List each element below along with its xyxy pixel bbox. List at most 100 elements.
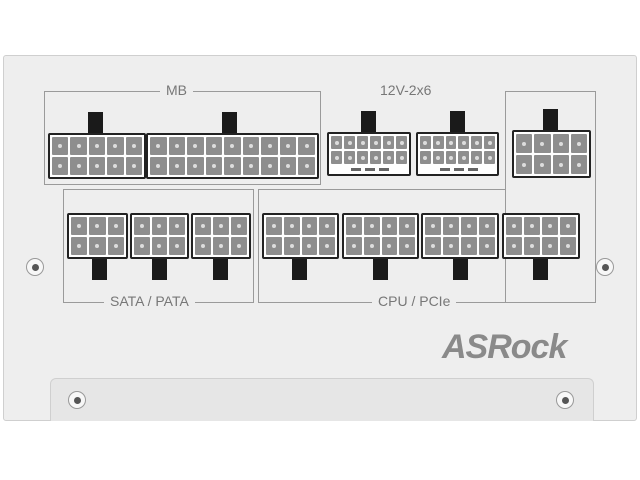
modular-connector-socket[interactable]	[262, 213, 339, 259]
connector-pin	[107, 217, 124, 235]
connector-pin	[242, 137, 260, 155]
connector-pin	[445, 151, 457, 164]
modular-connector-socket[interactable]	[416, 132, 499, 176]
connector-pin	[461, 237, 477, 255]
connector-latch	[222, 112, 237, 134]
connector-pin	[89, 217, 106, 235]
connector-pin	[399, 237, 415, 255]
modular-connector-socket[interactable]	[327, 132, 411, 176]
connector-pin	[301, 237, 318, 255]
connector-pin	[70, 157, 87, 175]
connector-latch	[88, 112, 103, 134]
connector-pin	[506, 237, 522, 255]
mb-label: MB	[160, 82, 193, 98]
connector-pin	[89, 237, 106, 255]
connector-pin	[261, 157, 278, 175]
connector-pin	[458, 151, 470, 164]
screw-icon	[596, 258, 614, 276]
12v-2x6-label: 12V-2x6	[374, 82, 438, 98]
modular-connector-socket[interactable]	[67, 213, 128, 259]
connector-pin	[524, 237, 540, 255]
connector-pin	[471, 136, 483, 149]
modular-connector-socket[interactable]	[48, 133, 146, 179]
connector-pin	[383, 151, 394, 164]
connector-pin	[346, 237, 362, 255]
connector-pin	[370, 136, 381, 149]
connector-pin	[195, 217, 211, 235]
connector-pin	[381, 237, 398, 255]
modular-connector-socket[interactable]	[512, 130, 591, 178]
connector-pin	[516, 155, 533, 174]
connector-pin	[187, 137, 204, 155]
connector-latch	[453, 258, 468, 280]
connector-pin	[443, 217, 459, 235]
connector-latch	[533, 258, 548, 280]
screw-icon	[556, 391, 574, 409]
connector-pin	[370, 151, 381, 164]
connector-pin	[301, 217, 318, 235]
connector-pin	[534, 134, 551, 153]
connector-pin	[346, 217, 362, 235]
connector-pin	[484, 136, 495, 149]
connector-pin	[484, 151, 495, 164]
connector-pin	[169, 237, 185, 255]
connector-pin	[560, 237, 576, 255]
connector-latch	[152, 258, 167, 280]
connector-pin	[383, 136, 394, 149]
connector-pin	[150, 157, 167, 175]
connector-pin	[107, 157, 124, 175]
connector-latch	[361, 111, 376, 133]
modular-connector-socket[interactable]	[421, 213, 499, 259]
connector-pin	[344, 151, 355, 164]
connector-pin	[552, 134, 569, 153]
modular-connector-socket[interactable]	[502, 213, 580, 259]
sense-pin	[379, 168, 389, 171]
connector-pin	[224, 157, 241, 175]
sense-pin	[454, 168, 464, 171]
sense-pin	[468, 168, 478, 171]
connector-pin	[425, 237, 441, 255]
connector-pin	[396, 151, 407, 164]
connector-pin	[52, 137, 69, 155]
connector-pin	[331, 136, 342, 149]
connector-pin	[107, 237, 124, 255]
connector-pin	[357, 136, 368, 149]
connector-pin	[298, 157, 315, 175]
connector-pin	[205, 157, 223, 175]
connector-pin	[70, 137, 87, 155]
modular-connector-socket[interactable]	[342, 213, 419, 259]
modular-connector-socket[interactable]	[191, 213, 251, 259]
connector-pin	[261, 137, 278, 155]
sense-pin	[440, 168, 450, 171]
connector-pin	[150, 137, 167, 155]
connector-pin	[420, 151, 431, 164]
connector-pin	[363, 237, 380, 255]
modular-connector-socket[interactable]	[130, 213, 189, 259]
connector-latch	[373, 258, 388, 280]
connector-pin	[542, 237, 558, 255]
connector-latch	[92, 258, 107, 280]
connector-pin	[205, 137, 223, 155]
connector-pin	[125, 157, 142, 175]
connector-pin	[88, 137, 106, 155]
connector-latch	[543, 109, 558, 131]
connector-pin	[279, 137, 297, 155]
connector-pin	[534, 155, 551, 174]
connector-pin	[552, 155, 569, 174]
connector-pin	[396, 136, 407, 149]
connector-pin	[381, 217, 398, 235]
cpu-right-outline	[505, 91, 596, 303]
modular-connector-socket[interactable]	[146, 133, 319, 179]
connector-pin	[319, 237, 335, 255]
connector-pin	[283, 217, 300, 235]
connector-pin	[168, 137, 186, 155]
connector-pin	[471, 151, 483, 164]
connector-pin	[461, 217, 477, 235]
connector-pin	[224, 137, 241, 155]
connector-pin	[570, 134, 587, 153]
connector-pin	[213, 237, 229, 255]
connector-pin	[107, 137, 124, 155]
connector-pin	[266, 237, 282, 255]
connector-pin	[231, 217, 247, 235]
screw-icon	[68, 391, 86, 409]
